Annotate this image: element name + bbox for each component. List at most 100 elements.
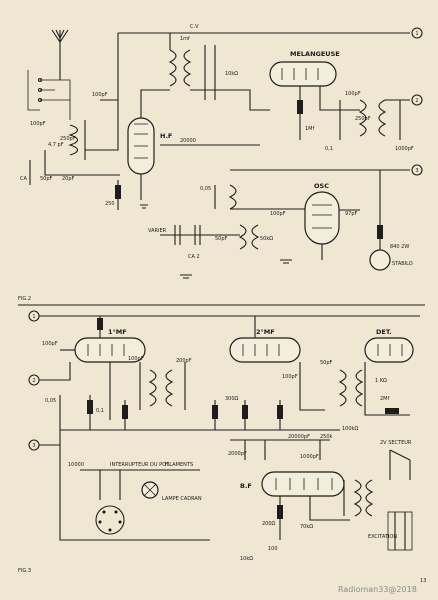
- det-res-1k: 1 KΩ: [375, 378, 387, 384]
- bias-cap-0-05: 0,05: [45, 398, 56, 404]
- cap-250pf-input: 250pF: [60, 136, 76, 142]
- audio-output-tube: B.F: [240, 471, 350, 540]
- switch-label: INTERRUPTEUR DU POT.: [110, 462, 170, 468]
- stabilo-label: STABILO: [392, 261, 413, 267]
- af-res-200: 200Ω: [262, 521, 276, 527]
- af-cap-2000: 2000pF: [228, 451, 247, 457]
- res-50k: 50kΩ: [260, 236, 273, 242]
- cap-ca2: CA 2: [188, 254, 200, 260]
- svg-text:3: 3: [415, 168, 418, 174]
- mf2-label: 2°MF: [256, 328, 275, 336]
- cap-1000pf: 1000pF: [395, 146, 414, 152]
- res-840: 840 2W: [390, 244, 409, 250]
- connector-3-fig3: 3: [28, 439, 40, 451]
- stabilo-tube: STABILO 840 2W: [369, 170, 413, 271]
- cap-100pf-input: 100pF: [30, 121, 46, 127]
- output-transformer: [343, 479, 374, 517]
- pot-switch-section: 10000 INTERRUPTEUR DU POT. FILAMENTS LAM…: [68, 462, 202, 502]
- af-res-250k: 250k: [320, 434, 333, 440]
- connector-2-fig3: 2: [28, 374, 40, 386]
- mf1-cap-100pf: 100pF: [42, 341, 58, 347]
- cap-1mf: 1mf: [180, 36, 190, 42]
- if2-cap-50pf: 50pF: [320, 360, 333, 366]
- antenna-symbol: [51, 29, 69, 55]
- figure-label-3: FIG.3: [18, 568, 31, 574]
- af-cap-20000: 20000pF: [288, 434, 310, 440]
- page-number: 13: [420, 578, 426, 584]
- bias-cap-0-1: 0,1: [96, 408, 104, 414]
- band-switch: 100pF: [27, 55, 71, 127]
- af-cap-1000pf: 1000pF: [300, 454, 319, 460]
- watermark: Radioman33@2018: [338, 585, 417, 594]
- bias-res-300: 300Ω: [225, 396, 239, 402]
- cap-250pf-if: 250pF: [355, 116, 371, 122]
- af-res-10k: 10kΩ: [240, 556, 253, 562]
- osc-label: OSC: [314, 182, 329, 190]
- if-stage-1: 1°MF 100pF: [42, 316, 146, 363]
- hf-tube: H.F: [127, 117, 172, 175]
- osc-coil: 100pF 50kΩ: [214, 184, 305, 250]
- bf-label: B.F: [240, 482, 252, 490]
- hf-label: H.F: [160, 132, 172, 140]
- cap-20pf: 20pF: [62, 176, 75, 182]
- svg-text:1: 1: [32, 314, 35, 320]
- af-network: 2000pF 20000pF 250k 1000pF 70kΩ 200Ω 100…: [228, 426, 358, 562]
- cap-ca: CA: [20, 176, 27, 182]
- det-label: DET.: [376, 328, 392, 336]
- mf1-label: 1°MF: [108, 328, 127, 336]
- cv-label: C.V: [190, 24, 199, 30]
- connector-1-fig3: 1: [28, 310, 40, 322]
- connector-2-fig2: 2: [411, 94, 423, 106]
- cap-100pf-coupling: 100pF: [92, 92, 108, 98]
- cap-100pf-if: 100pF: [345, 91, 361, 97]
- if-transformer-1: [339, 99, 410, 140]
- if-stage-2: 2°MF: [229, 316, 301, 363]
- af-res-100k: 100kΩ: [342, 426, 358, 432]
- switch-cap-10000: 10000: [68, 462, 84, 468]
- det-res-2mf: 2Mf: [380, 396, 389, 402]
- resistor-mixer-screen: [297, 100, 303, 114]
- if-transformer-fig3-2: 100pF 50pF: [282, 360, 364, 411]
- res-20000: 20000: [180, 138, 196, 144]
- lamp-label: LAMPE CADRAN: [162, 496, 202, 502]
- fig2-diagram: 1 C.V 1mf 100pF 4,7 pF CA 50pF 20pF: [18, 24, 423, 302]
- res-10k: 10kΩ: [225, 71, 238, 77]
- if-bias-network: 0,05 0,1 300Ω 2Mf 1 KΩ: [45, 362, 410, 430]
- cap-100pf-osc: 100pF: [270, 211, 286, 217]
- input-coil: 4,7 pF CA 50pF 20pF: [20, 120, 120, 185]
- svg-text:1: 1: [415, 31, 418, 37]
- cap-50pf-osc: 50pF: [215, 236, 228, 242]
- cap-0-05-fig2: 0,05: [200, 186, 211, 192]
- af-cap-100: 100: [268, 546, 278, 552]
- af-res-70k: 70kΩ: [300, 524, 313, 530]
- cap-97pf: 97pF: [345, 211, 358, 217]
- mains-label: 2V SECTEUR: [380, 440, 412, 446]
- cap-0-1-mixer: 0,1: [325, 146, 333, 152]
- speaker-field-coil: EXCITATION 2V SECTEUR: [368, 440, 413, 551]
- res-1mf: 1Mf: [305, 126, 314, 132]
- if1-cap-200pf: 200pF: [176, 358, 192, 364]
- cap-50pf: 50pF: [40, 176, 53, 182]
- figure-label-2: FIG.2: [18, 296, 31, 302]
- resistor-hf-cathode: [115, 185, 121, 199]
- if-transformer-fig3-1: 100pF 200pF: [109, 356, 192, 420]
- connector-3-fig2: 3: [411, 164, 423, 176]
- osc-tube: OSC: [304, 182, 340, 245]
- tube-socket: [95, 505, 125, 535]
- cap-4-7pf: 4,7 pF: [48, 142, 64, 148]
- mixer-label: MELANGEUSE: [290, 50, 340, 58]
- filaments-label: FILAMENTS: [165, 462, 193, 468]
- if2-cap-100pf: 100pF: [282, 374, 298, 380]
- fig3-diagram: 1 1°MF 100pF 2°MF DET. 2: [18, 310, 420, 574]
- varier-label: VARIER: [148, 228, 167, 234]
- variable-cap-bank: VARIER CA 2: [148, 225, 240, 260]
- if1-cap-100pf: 100pF: [128, 356, 144, 362]
- svg-text:2: 2: [32, 378, 35, 384]
- res-250: 250: [105, 201, 115, 207]
- hf-plate-coil: 10kΩ: [140, 33, 238, 118]
- mixer-tube: MELANGEUSE: [269, 50, 340, 87]
- svg-text:3: 3: [32, 443, 35, 449]
- connector-1-fig2: 1: [411, 27, 423, 39]
- svg-text:2: 2: [415, 98, 418, 104]
